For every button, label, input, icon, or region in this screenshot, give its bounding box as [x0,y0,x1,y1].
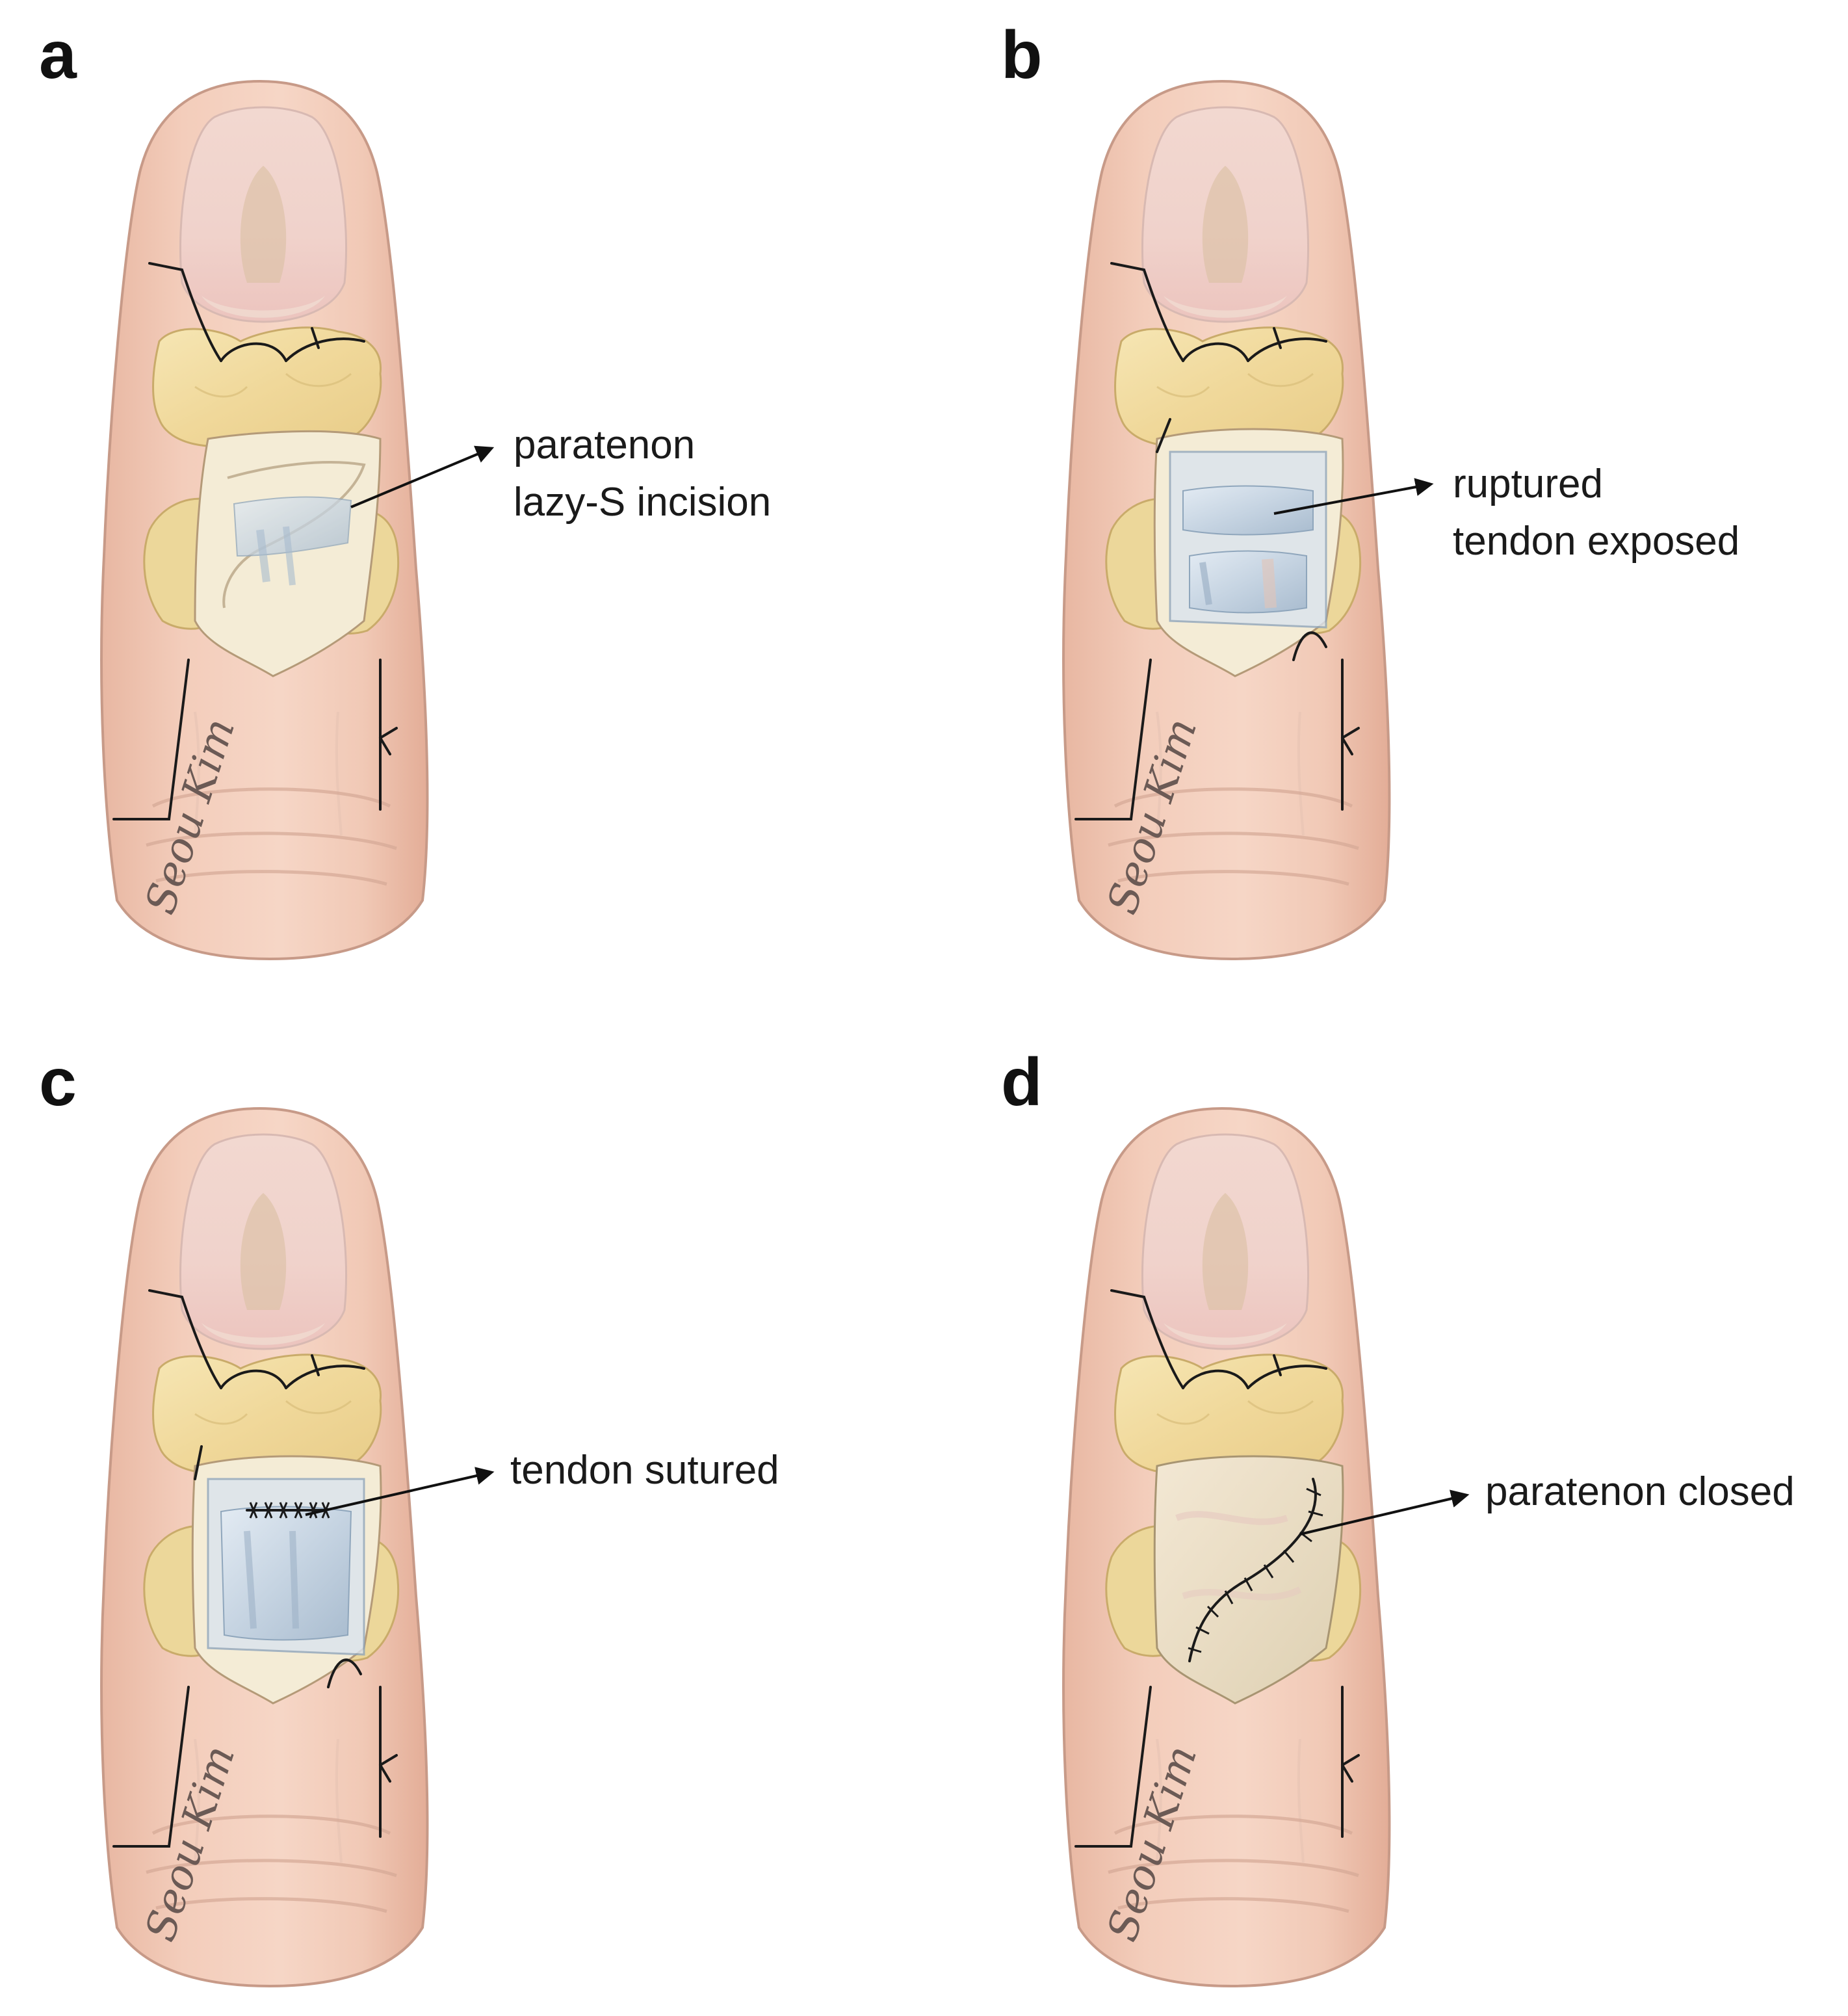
panel-letter-c: c [39,1045,77,1120]
callout-a-line2: lazy-S incision [514,480,771,525]
panel-letter-d: d [1001,1045,1043,1120]
callout-arrow-a [350,445,495,508]
panel-d: d paratenon closed [1001,1045,1795,1986]
finger-illustration-a [101,81,427,959]
callout-arrow-c [305,1467,495,1516]
callout-b-line1: ruptured [1453,462,1603,506]
callout-d-line1: paratenon closed [1485,1469,1795,1514]
paratenon-stitches [1188,1487,1323,1653]
callout-b-line2: tendon exposed [1453,519,1739,564]
panel-letter-b: b [1001,18,1043,93]
panel-b: b ruptured tendon exposed [1001,18,1739,959]
finger-illustration-b [1063,81,1389,959]
callout-c-line1: tendon sutured [510,1448,779,1493]
callout-a-line1: paratenon [514,423,695,467]
panel-c: c tendon sutured [39,1045,779,1986]
finger-illustration-d [1063,1108,1389,1986]
callout-arrow-d [1299,1489,1470,1536]
panel-letter-a: a [39,18,77,93]
panel-a: a paratenon lazy-S incision [39,18,771,959]
finger-illustration-c [101,1108,427,1986]
callout-arrow-b [1273,478,1434,515]
